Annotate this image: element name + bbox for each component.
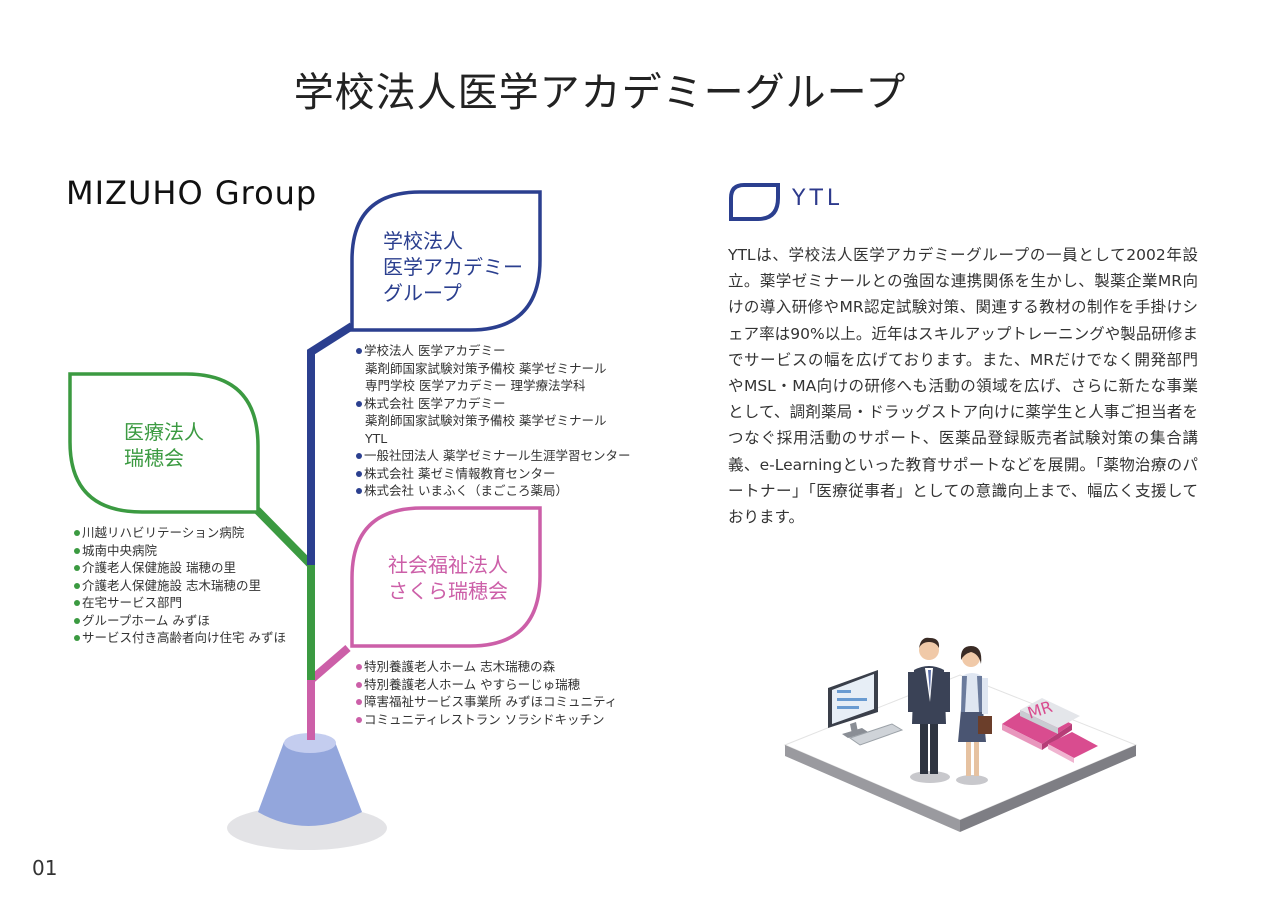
business-people-illustration: MR [783, 637, 1138, 832]
page-title: 学校法人医学アカデミーグループ [293, 70, 907, 116]
bullet-icon [356, 488, 362, 494]
bullet-icon [356, 400, 362, 407]
list-item: YTL [365, 430, 388, 446]
list-item: 学校法人 医学アカデミー [356, 342, 630, 360]
academy-leaf-line: 医学アカデミー [383, 255, 523, 279]
list-item: 介護老人保健施設 瑞穂の里 [74, 559, 286, 577]
bullet-icon [356, 699, 362, 705]
list-item: 特別養護老人ホーム やすらーじゅ瑞穂 [356, 676, 617, 694]
academy-leaf-line: 学校法人 [383, 229, 463, 253]
list-item: 一般社団法人 薬学ゼミナール生涯学習センター [356, 447, 630, 465]
page-number: 01 [32, 856, 58, 880]
pot-top [284, 733, 336, 753]
bullet-icon [74, 565, 80, 571]
sakura-leaf-line: 社会福祉法人 [388, 553, 508, 577]
mizuho-leaf [68, 372, 260, 514]
bullet-icon [356, 348, 362, 354]
sakura-leaf [350, 506, 542, 648]
list-item: 介護老人保健施設 志木瑞穂の里 [74, 577, 286, 595]
pot [258, 742, 362, 826]
sakura-leaf-label: 社会福祉法人 さくら瑞穂会 [388, 552, 508, 604]
list-item: 株式会社 薬ゼミ情報教育センター [356, 465, 630, 483]
list-item: 株式会社 いまふく（まごころ薬局） [356, 482, 630, 500]
mizuho-leaf-line: 瑞穂会 [124, 446, 184, 470]
list-item: 薬剤師国家試験対策予備校 薬学ゼミナール [365, 360, 607, 376]
monitor-icon [828, 670, 878, 738]
bullet-icon [356, 681, 362, 688]
list-item: コミュニティレストラン ソラシドキッチン [356, 711, 617, 729]
businessman-icon [908, 637, 950, 783]
sakura-leaf-line: さくら瑞穂会 [388, 579, 508, 603]
list-item: 城南中央病院 [74, 542, 286, 560]
group-name: MIZUHO Group [66, 174, 318, 212]
list-item: 特別養護老人ホーム 志木瑞穂の森 [356, 658, 617, 676]
keyboard-icon [848, 723, 904, 746]
bullet-icon [74, 635, 80, 641]
academy-list: 学校法人 医学アカデミー 薬剤師国家試験対策予備校 薬学ゼミナール 専門学校 医… [356, 342, 630, 500]
mizuho-leaf-label: 医療法人 瑞穂会 [124, 419, 204, 471]
list-item: グループホーム みずほ [74, 612, 286, 630]
bullet-icon [356, 453, 362, 459]
ytl-logo-icon [729, 183, 780, 221]
bullet-icon [74, 600, 80, 606]
bullet-icon [74, 617, 80, 624]
list-item: 株式会社 医学アカデミー [356, 395, 630, 413]
list-item: サービス付き高齢者向け住宅 みずほ [74, 629, 286, 647]
bullet-icon [74, 530, 80, 536]
businesswoman-icon [956, 646, 992, 785]
list-item: 薬剤師国家試験対策予備校 薬学ゼミナール [365, 413, 607, 428]
bullet-icon [356, 664, 362, 670]
ytl-description: YTLは、学校法人医学アカデミーグループの一員として2002年設立。薬学ゼミナー… [728, 246, 1198, 527]
sakura-branch [307, 644, 351, 740]
list-item: 在宅サービス部門 [74, 594, 286, 612]
sakura-list: 特別養護老人ホーム 志木瑞穂の森 特別養護老人ホーム やすらーじゅ瑞穂 障害福祉… [356, 658, 617, 728]
ytl-name: YTL [792, 186, 844, 211]
bullet-icon [356, 470, 362, 477]
mizuho-leaf-line: 医療法人 [124, 420, 204, 444]
bullet-icon [356, 716, 362, 723]
academy-leaf [350, 190, 542, 332]
group-tree-diagram [68, 190, 542, 850]
academy-branch [307, 322, 355, 565]
list-item: 川越リハビリテーション病院 [74, 524, 286, 542]
bullet-icon [74, 582, 80, 589]
mizuho-list: 川越リハビリテーション病院 城南中央病院 介護老人保健施設 瑞穂の里 介護老人保… [74, 524, 286, 647]
books-icon: MR [1002, 697, 1098, 763]
academy-leaf-line: グループ [383, 281, 462, 305]
bullet-icon [74, 547, 80, 554]
list-item: 専門学校 医学アカデミー 理学療法学科 [365, 378, 586, 393]
academy-leaf-label: 学校法人 医学アカデミー グループ [383, 228, 523, 306]
list-item: 障害福祉サービス事業所 みずほコミュニティ [356, 693, 617, 711]
